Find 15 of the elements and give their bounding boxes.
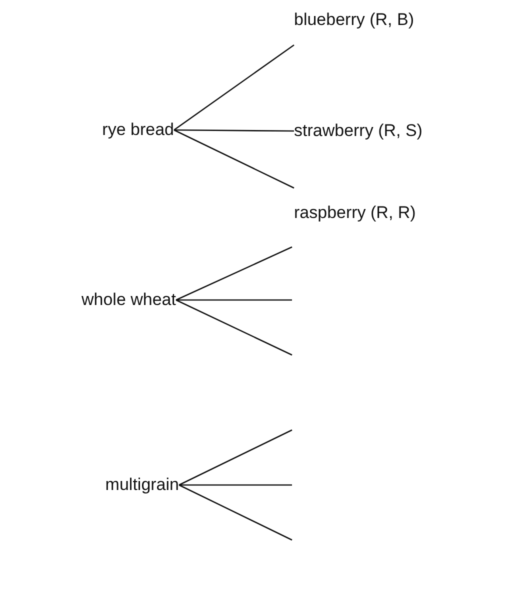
branch-line — [174, 44, 294, 131]
node-label: multigrain — [105, 475, 179, 495]
branch-line — [176, 299, 292, 356]
branch-line — [179, 484, 292, 486]
node-label: strawberry (R, S) — [294, 121, 422, 141]
branch-line — [178, 429, 292, 486]
node-label: blueberry (R, B) — [294, 10, 414, 30]
node-label: raspberry (R, R) — [294, 203, 416, 223]
branch-line — [176, 299, 292, 301]
node-label: whole wheat — [81, 290, 176, 310]
branch-line — [178, 484, 292, 541]
branch-line — [176, 246, 292, 301]
branch-line — [174, 129, 294, 132]
branch-line — [174, 129, 294, 189]
node-label: rye bread — [102, 120, 174, 140]
